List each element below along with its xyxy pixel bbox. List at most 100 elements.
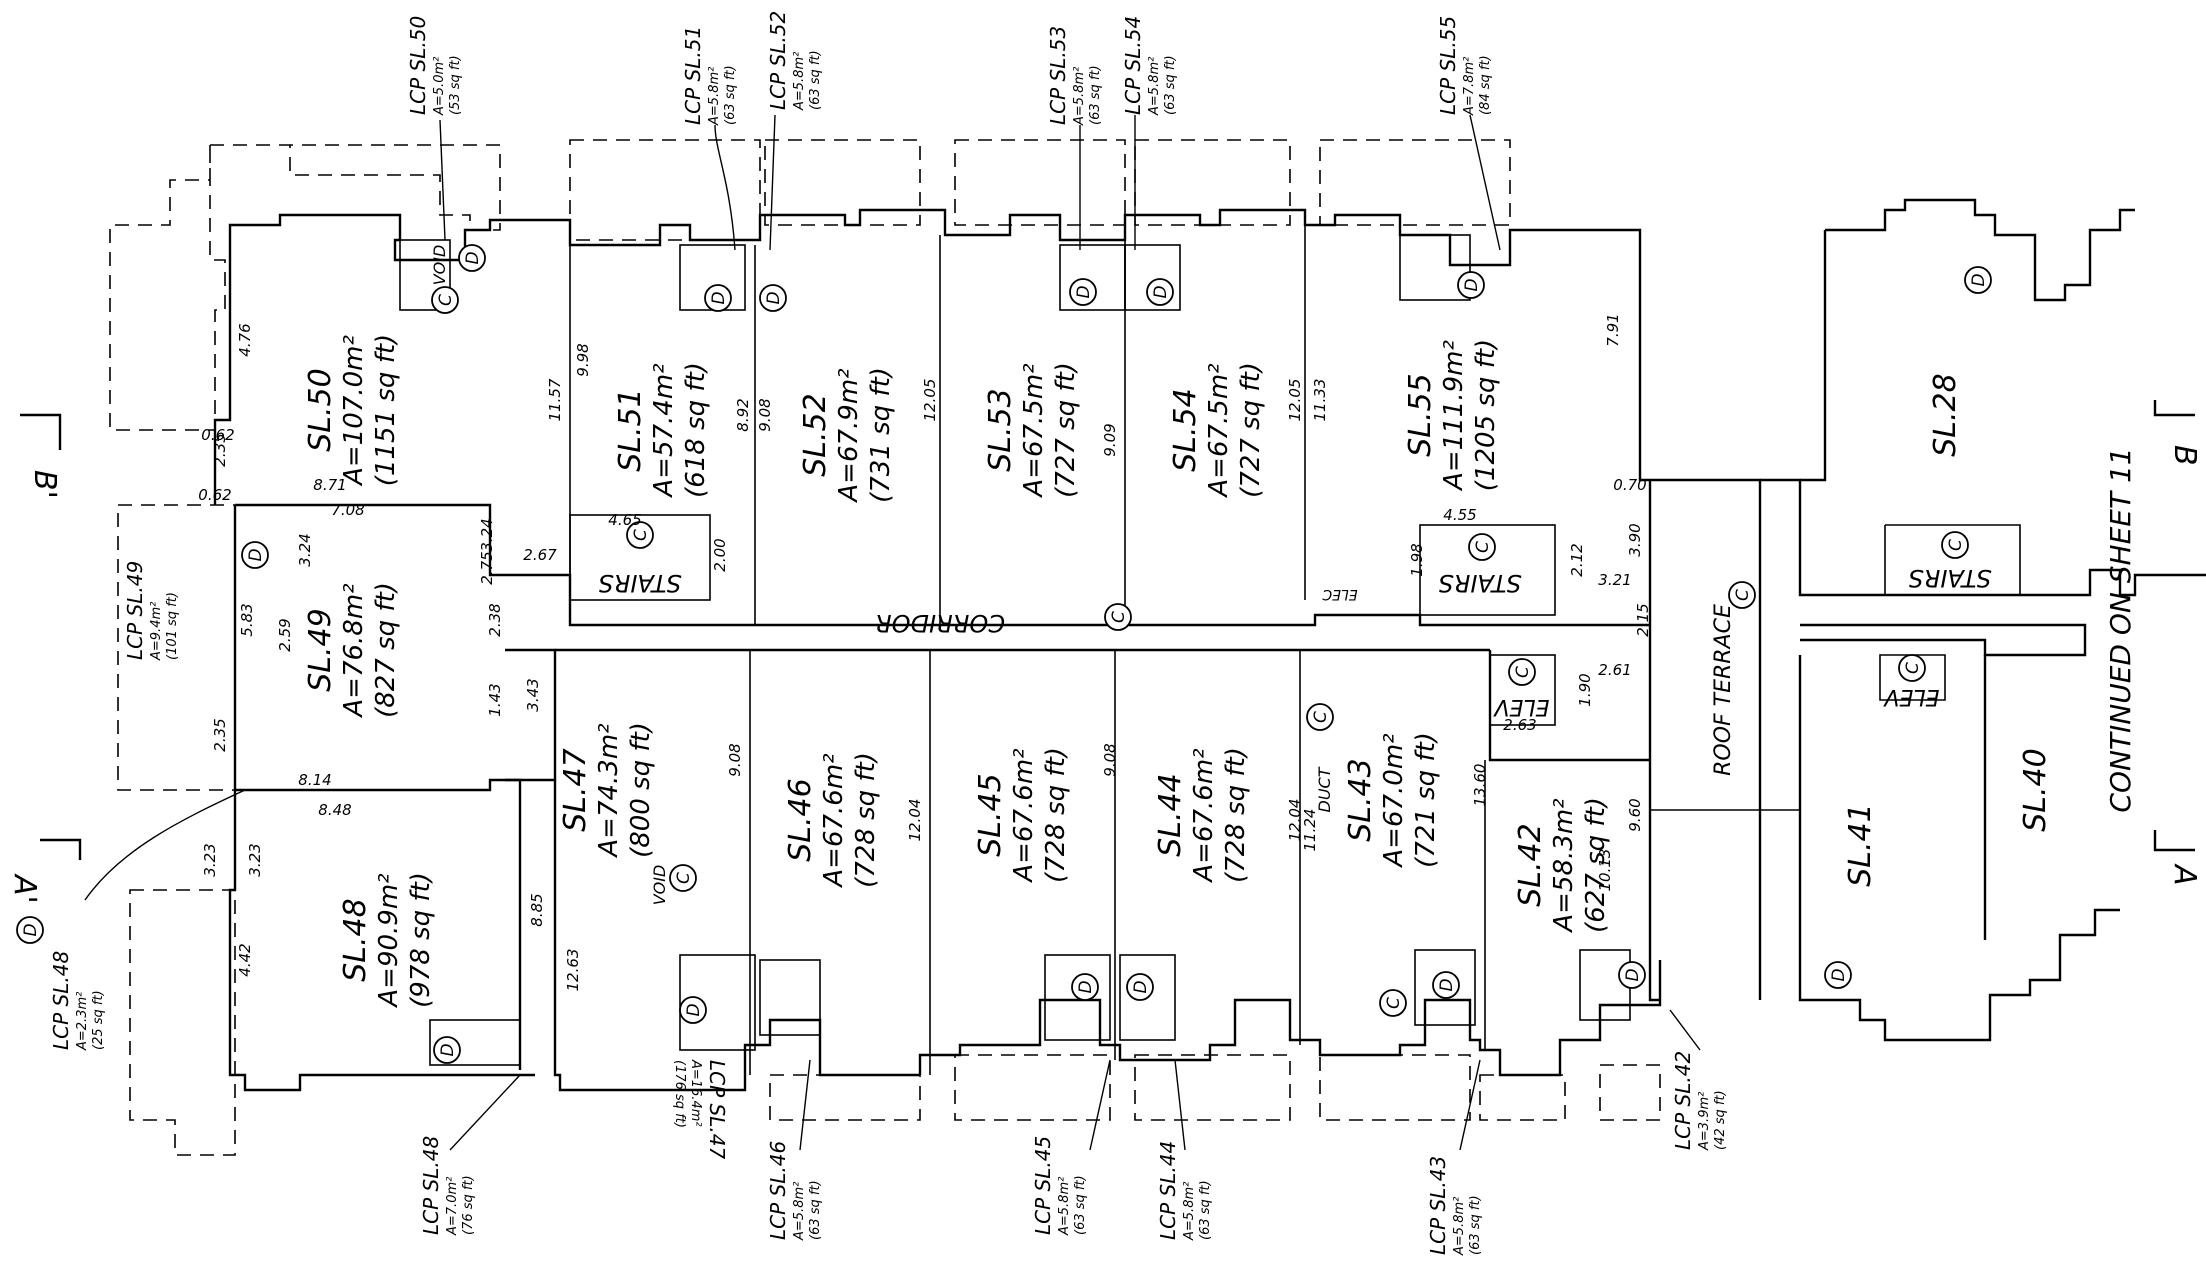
svg-text:(63 sq ft): (63 sq ft): [1468, 1195, 1483, 1255]
svg-text:LCP SL.48: LCP SL.48: [419, 1136, 443, 1235]
unit-area: A=67.6m²: [819, 753, 849, 888]
unit-sl49: SL.49 A=76.8m² (827 sq ft): [303, 582, 401, 719]
dimension-label: 4.42: [236, 943, 254, 976]
dimension-label: 10.13: [1596, 849, 1614, 892]
svg-text:LCP SL.44: LCP SL.44: [1156, 1141, 1180, 1240]
dimension-label: 2.61: [1598, 661, 1631, 679]
svg-text:LCP SL.49: LCP SL.49: [123, 561, 147, 660]
marker-letter: D: [438, 1043, 458, 1056]
dimension-label: 1.98: [1408, 543, 1426, 576]
dimension-label: 0.70: [1613, 476, 1646, 494]
unit-id: SL.42: [1513, 823, 1548, 906]
dimension-label: 7.91: [1604, 313, 1622, 346]
svg-text:LCP SL.55: LCP SL.55: [1436, 16, 1460, 115]
marker-letter: D: [764, 291, 784, 304]
svg-text:(176 sq ft): (176 sq ft): [672, 1060, 687, 1128]
lcp-sl50: LCP SL.50 A=5.0m² (53 sq ft): [406, 16, 463, 116]
limited-property-marker: [1964, 266, 1992, 294]
unit-id: SL.47: [558, 748, 593, 831]
svg-text:A=5.8m²: A=5.8m²: [1147, 57, 1162, 116]
dimension-label: 5.83: [238, 603, 256, 636]
svg-text:A=5.0m²: A=5.0m²: [432, 57, 447, 116]
limited-property-marker: [1126, 973, 1154, 1001]
marker-letter: C: [631, 529, 651, 541]
svg-text:A=5.8m²: A=5.8m²: [1072, 67, 1087, 126]
marker-letter: C: [1946, 539, 1966, 551]
common-property-marker: [1104, 603, 1132, 631]
unit-area: A=67.5m²: [1019, 363, 1049, 498]
unit-sl50: SL.50 A=107.0m² (1151 sq ft): [303, 334, 401, 487]
svg-text:A=2.3m²: A=2.3m²: [75, 992, 90, 1051]
dimension-label: 3.43: [524, 678, 542, 711]
svg-text:A=7.8m²: A=7.8m²: [1462, 57, 1477, 116]
dimension-label: 12.04: [1286, 799, 1304, 842]
marker-letter: C: [436, 294, 456, 306]
unit-sqft: (727 sq ft): [1051, 362, 1081, 498]
limited-property-marker: [241, 541, 269, 569]
svg-text:(42 sq ft): (42 sq ft): [1713, 1090, 1728, 1150]
duct-label: DUCT: [1315, 766, 1334, 812]
svg-text:(63 sq ft): (63 sq ft): [1088, 65, 1103, 125]
svg-text:(25 sq ft): (25 sq ft): [91, 990, 106, 1050]
svg-text:LCP SL.42: LCP SL.42: [1671, 1051, 1695, 1150]
limited-property-marker: [1069, 278, 1097, 306]
unit-id: SL.45: [973, 773, 1008, 856]
stairs-label-left: STAIRS: [598, 569, 681, 597]
unit-area: A=74.3m²: [594, 723, 624, 858]
unit-area: A=76.8m²: [339, 583, 369, 718]
svg-text:A=3.9m²: A=3.9m²: [1697, 1092, 1712, 1151]
svg-text:LCP SL.53: LCP SL.53: [1046, 26, 1070, 125]
svg-text:(63 sq ft): (63 sq ft): [808, 1180, 823, 1240]
dimension-label: 4.55: [1443, 506, 1476, 524]
dimension-label: 12.05: [1286, 379, 1304, 422]
limited-property-marker: [704, 284, 732, 312]
svg-text:A=5.8m²: A=5.8m²: [1057, 1177, 1072, 1236]
lcp-sl48-b: LCP SL.48 A=7.0m² (76 sq ft): [419, 1136, 476, 1236]
dimension-label: 2.75: [478, 551, 496, 584]
svg-text:A=5.8m²: A=5.8m²: [1452, 1197, 1467, 1256]
limited-property-marker: [1432, 971, 1460, 999]
party-walls: [399, 225, 1631, 1075]
dimension-label: 9.08: [1101, 743, 1119, 776]
lcp-sl44: LCP SL.44 A=5.8m² (63 sq ft): [1156, 1141, 1213, 1241]
unit-id: SL.52: [798, 393, 833, 476]
svg-text:A=5.8m²: A=5.8m²: [792, 1182, 807, 1241]
marker-letter: D: [1462, 278, 1482, 291]
dimension-label: 4.76: [236, 323, 254, 356]
corridor-label: CORRIDOR: [875, 609, 1005, 637]
dimension-label: 3.23: [201, 843, 219, 876]
marker-letter: D: [709, 291, 729, 304]
dimension-label: 4.65: [608, 511, 641, 529]
unit-id: SL.55: [1403, 373, 1438, 456]
svg-text:(76 sq ft): (76 sq ft): [461, 1175, 476, 1235]
svg-text:(63 sq ft): (63 sq ft): [1073, 1175, 1088, 1235]
stairs-label-right: STAIRS: [1908, 564, 1991, 592]
unit-sl54: SL.54 A=67.5m² (727 sq ft): [1168, 362, 1266, 499]
unit-sl52: SL.52 A=67.9m² (731 sq ft): [798, 367, 896, 504]
unit-sqft: (978 sq ft): [406, 872, 436, 1008]
unit-sl46: SL.46 A=67.6m² (728 sq ft): [783, 752, 881, 889]
dimension-label: 3.23: [246, 843, 264, 876]
common-property-marker: [1306, 703, 1334, 731]
lcp-sl54: LCP SL.54 A=5.8m² (63 sq ft): [1121, 16, 1178, 116]
common-property-marker: [1508, 658, 1536, 686]
limited-property-marker: [1071, 973, 1099, 1001]
limited-property-marker: [1146, 278, 1174, 306]
common-property-marker: [1941, 531, 1969, 559]
dimension-label: 11.33: [1311, 379, 1329, 422]
dimension-label: 3.24: [296, 533, 314, 566]
elev-label-mid: ELEV: [1492, 694, 1549, 719]
marker-letter: C: [1109, 611, 1129, 623]
unit-sqft: (728 sq ft): [1041, 747, 1071, 883]
marker-letter: C: [1311, 711, 1331, 723]
svg-text:LCP SL.48: LCP SL.48: [49, 951, 73, 1050]
marker-letter: C: [1733, 589, 1753, 601]
elev-label-right: ELEV: [1882, 684, 1939, 709]
dimension-label: 2.35: [211, 718, 229, 751]
unit-sqft: (627 sq ft): [1581, 797, 1611, 933]
svg-text:A=5.8m²: A=5.8m²: [707, 67, 722, 126]
dimension-label: 1.43: [486, 683, 504, 716]
limited-property-marker: [1824, 961, 1852, 989]
marker-letter: D: [1829, 968, 1849, 981]
unit-sqft: (721 sq ft): [1411, 732, 1441, 868]
